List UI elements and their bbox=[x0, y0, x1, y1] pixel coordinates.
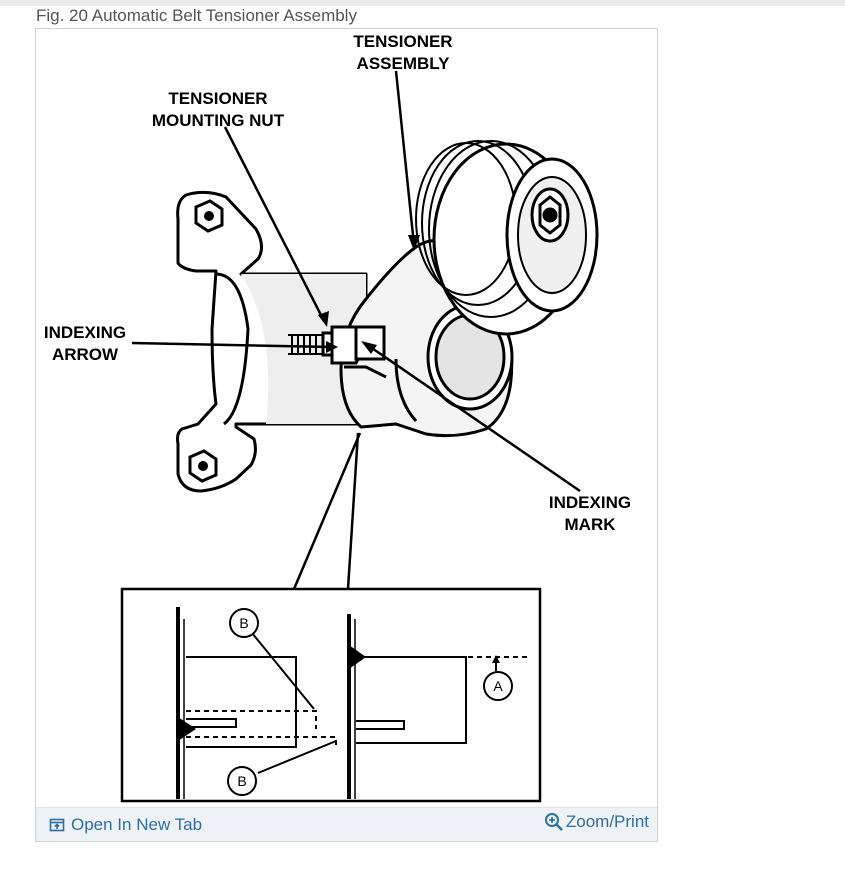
tensioner-assembly-label-2: ASSEMBLY bbox=[357, 54, 451, 73]
figure-footer: Open In New Tab Zoom/Print bbox=[36, 807, 657, 841]
detail-b-top-label: B bbox=[239, 615, 248, 631]
open-in-new-tab-icon bbox=[49, 818, 65, 832]
zoom-print-label: Zoom/Print bbox=[565, 812, 649, 831]
bracket-bolt-bottom bbox=[188, 449, 218, 483]
indexing-arrow-label-2: ARROW bbox=[52, 345, 119, 364]
open-in-new-tab-link[interactable]: Open In New Tab bbox=[49, 815, 202, 835]
leader-arrowheads bbox=[318, 235, 420, 354]
mounting-nut-label-1: TENSIONER bbox=[168, 89, 267, 108]
figure-caption: Fig. 20 Automatic Belt Tensioner Assembl… bbox=[36, 6, 357, 25]
tensioner-assembly-label-1: TENSIONER bbox=[353, 32, 452, 51]
figure-frame: TENSIONER ASSEMBLY TENSIONER MOUNTING NU… bbox=[35, 28, 658, 842]
leader-lines bbox=[131, 70, 581, 493]
detail-b-bottom-label: B bbox=[237, 773, 246, 789]
detail-right-panel bbox=[347, 614, 528, 799]
bracket-saddle bbox=[215, 272, 250, 426]
detail-circle-b-bottom: B bbox=[227, 766, 257, 796]
top-bar bbox=[0, 0, 845, 6]
indexing-mark-label-1: INDEXING bbox=[549, 493, 631, 512]
open-in-new-tab-label: Open In New Tab bbox=[71, 815, 203, 834]
detail-box: B B A bbox=[120, 587, 542, 803]
indexing-mark-label-2: MARK bbox=[565, 515, 617, 534]
detail-left-panel bbox=[176, 607, 337, 799]
zoom-print-link[interactable]: Zoom/Print bbox=[544, 812, 649, 832]
mounting-nut-label-2: MOUNTING NUT bbox=[152, 111, 285, 130]
pulley bbox=[415, 140, 599, 336]
detail-circle-a: A bbox=[483, 671, 513, 701]
bracket-bolt-top bbox=[194, 199, 224, 233]
indexing-arrow-label-1: INDEXING bbox=[44, 323, 126, 342]
zoom-in-icon bbox=[544, 813, 563, 831]
detail-a-label: A bbox=[493, 678, 503, 694]
tensioner-diagram: TENSIONER ASSEMBLY TENSIONER MOUNTING NU… bbox=[44, 32, 631, 803]
detail-circle-b-top: B bbox=[229, 608, 259, 638]
detail-callout-lines bbox=[292, 432, 362, 590]
